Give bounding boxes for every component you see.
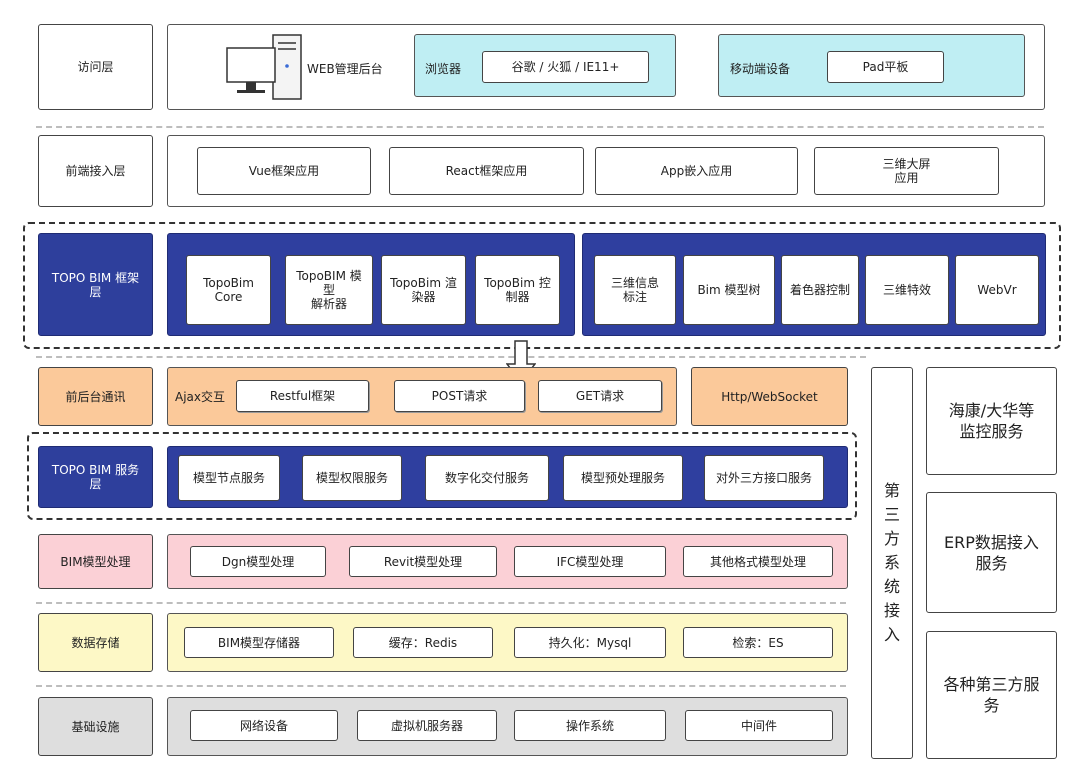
third-party-access-label: 第 三 方 系 统 接 入 [871,367,913,759]
comm-item: GET请求 [538,380,662,412]
frontend-layer-label: 前端接入层 [38,135,153,207]
web-admin-label: WEB管理后台 [307,62,383,76]
framework-layer-label: TOPO BIM 框架 层 [38,233,153,336]
model-item: Dgn模型处理 [190,546,326,577]
service-layer-label: TOPO BIM 服务 层 [38,446,153,508]
framework-feature-item: Bim 模型树 [683,255,775,325]
storage-item: 缓存：Redis [353,627,493,658]
infra-item: 虚拟机服务器 [357,710,497,741]
storage-item: 检索：ES [683,627,833,658]
browser-list: 谷歌 / 火狐 / IE11+ [482,51,649,83]
separator [36,126,1044,128]
frontend-item: App嵌入应用 [595,147,798,195]
framework-feature-item: 着色器控制 [781,255,859,325]
infra-item: 中间件 [685,710,833,741]
service-item: 对外三方接口服务 [704,455,824,501]
ajax-label: Ajax交互 [175,390,225,404]
comm-item: Restful框架 [236,380,369,412]
model-layer-label: BIM模型处理 [38,534,153,589]
browser-group-label: 浏览器 [425,62,462,76]
comm-layer-label: 前后台通讯 [38,367,153,426]
service-item: 模型节点服务 [178,455,280,501]
service-item: 数字化交付服务 [425,455,549,501]
third-party-service: 海康/大华等 监控服务 [926,367,1057,475]
third-party-service: ERP数据接入 服务 [926,492,1057,613]
frontend-item: 三维大屏 应用 [814,147,999,195]
model-item: 其他格式模型处理 [683,546,833,577]
separator [36,602,846,604]
comm-item: POST请求 [394,380,525,412]
storage-item: BIM模型存储器 [184,627,334,658]
framework-frame [23,222,1061,349]
infra-layer-label: 基础设施 [38,697,153,756]
storage-item: 持久化：Mysql [514,627,666,658]
http-websocket: Http/WebSocket [691,367,848,426]
model-item: Revit模型处理 [349,546,497,577]
model-item: IFC模型处理 [514,546,666,577]
service-item: 模型预处理服务 [563,455,683,501]
frontend-item: React框架应用 [389,147,584,195]
framework-core-item: TopoBim Core [186,255,271,325]
service-frame [27,432,857,520]
infra-item: 操作系统 [514,710,666,741]
pad-device: Pad平板 [827,51,944,83]
access-layer-label: 访问层 [38,24,153,110]
separator [36,356,866,358]
framework-core-item: TopoBim 控 制器 [475,255,560,325]
frontend-item: Vue框架应用 [197,147,371,195]
framework-feature-item: WebVr [955,255,1039,325]
framework-core-item: TopoBim 渲 染器 [381,255,466,325]
mobile-group-label: 移动端设备 [730,62,791,76]
service-item: 模型权限服务 [302,455,402,501]
infra-item: 网络设备 [190,710,338,741]
framework-feature-item: 三维信息 标注 [594,255,676,325]
separator [36,685,846,687]
computer-icon [225,34,305,102]
storage-layer-label: 数据存储 [38,613,153,672]
third-party-service: 各种第三方服 务 [926,631,1057,759]
framework-feature-item: 三维特效 [865,255,949,325]
framework-core-item: TopoBIM 模 型 解析器 [285,255,373,325]
